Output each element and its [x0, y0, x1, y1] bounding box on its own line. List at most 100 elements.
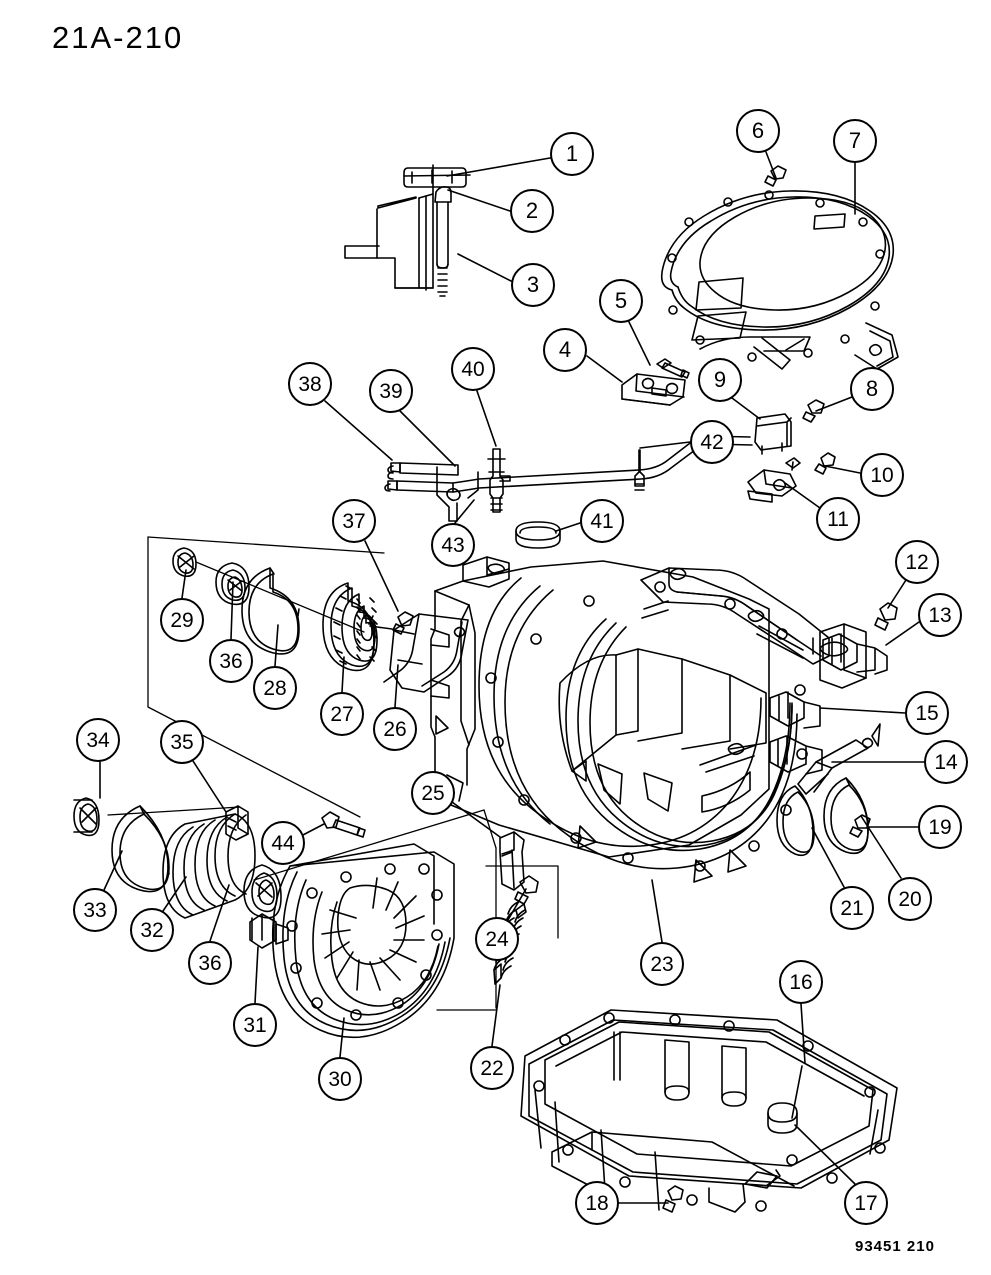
- part-41-seal: [515, 521, 561, 549]
- callout-23[interactable]: 23: [640, 942, 684, 986]
- part-15-sensor: [769, 691, 821, 729]
- figure-code: 93451 210: [855, 1238, 935, 1255]
- leader-line-1: [446, 157, 551, 177]
- callout-label: 29: [170, 608, 194, 632]
- callout-41[interactable]: 41: [580, 499, 624, 543]
- leader-line-15: [819, 707, 906, 714]
- part-32-race: [162, 813, 256, 919]
- callout-14[interactable]: 14: [924, 740, 968, 784]
- part-23-transaxle-case: [430, 556, 867, 883]
- part-27-pump-rotor: [322, 582, 393, 672]
- callout-24[interactable]: 24: [475, 917, 519, 961]
- leader-line-11: [784, 482, 821, 509]
- callout-21[interactable]: 21: [830, 886, 874, 930]
- part-43-bracket-ref: [467, 471, 479, 499]
- callout-3[interactable]: 3: [511, 263, 555, 307]
- callout-6[interactable]: 6: [736, 109, 780, 153]
- callout-label: 7: [848, 128, 862, 153]
- callout-8[interactable]: 8: [850, 367, 894, 411]
- callout-label: 37: [342, 509, 366, 533]
- callout-19[interactable]: 19: [918, 805, 962, 849]
- leader-line-22: [491, 984, 501, 1047]
- leader-line-3: [457, 253, 512, 282]
- callout-26[interactable]: 26: [373, 707, 417, 751]
- callout-22[interactable]: 22: [470, 1046, 514, 1090]
- callout-label: 19: [928, 815, 952, 839]
- part-21-ring: [776, 785, 815, 857]
- leader-line-28: [274, 624, 279, 667]
- callout-5[interactable]: 5: [599, 279, 643, 323]
- callout-12[interactable]: 12: [895, 540, 939, 584]
- callout-37[interactable]: 37: [332, 499, 376, 543]
- leader-line-17: [794, 1124, 856, 1185]
- callout-7[interactable]: 7: [833, 119, 877, 163]
- part-4-5-bracket: [621, 358, 690, 406]
- callout-label: 17: [854, 1191, 878, 1215]
- callout-1[interactable]: 1: [550, 132, 594, 176]
- leader-line-42: [639, 441, 691, 449]
- leader-line-32: [162, 876, 187, 912]
- callout-label: 8: [865, 376, 879, 401]
- leader-line-21: [811, 827, 845, 888]
- callout-4[interactable]: 4: [543, 328, 587, 372]
- part-29-seal: [172, 547, 197, 578]
- callout-30[interactable]: 30: [318, 1057, 362, 1101]
- callout-42[interactable]: 42: [690, 420, 734, 464]
- callout-38[interactable]: 38: [288, 362, 332, 406]
- callout-17[interactable]: 17: [844, 1181, 888, 1225]
- callout-label: 5: [614, 288, 628, 313]
- leader-line-12: [887, 579, 907, 609]
- part-12-plug: [874, 602, 898, 631]
- callout-43[interactable]: 43: [431, 523, 475, 567]
- callout-36[interactable]: 36: [188, 941, 232, 985]
- callout-28[interactable]: 28: [253, 666, 297, 710]
- leader-line-16: [800, 1003, 806, 1064]
- callout-label: 22: [480, 1056, 504, 1080]
- callout-label: 44: [271, 831, 295, 855]
- callout-label: 21: [840, 896, 864, 920]
- callout-44[interactable]: 44: [261, 821, 305, 865]
- callout-15[interactable]: 15: [905, 691, 949, 735]
- callout-10[interactable]: 10: [860, 453, 904, 497]
- callout-36[interactable]: 36: [209, 639, 253, 683]
- callout-label: 14: [934, 750, 958, 774]
- callout-39[interactable]: 39: [369, 369, 413, 413]
- callout-label: 41: [590, 509, 614, 533]
- part-10-bolt: [814, 452, 836, 475]
- leader-line-5: [628, 321, 651, 366]
- callout-20[interactable]: 20: [888, 877, 932, 921]
- leader-line-39: [399, 410, 456, 467]
- part-33-snap-ring: [111, 805, 170, 893]
- callout-34[interactable]: 34: [76, 718, 120, 762]
- part-26-baffle: [383, 613, 469, 693]
- callout-16[interactable]: 16: [779, 960, 823, 1004]
- callout-label: 43: [441, 533, 465, 557]
- part-36-bearing-upper: [215, 562, 250, 606]
- callout-31[interactable]: 31: [233, 1003, 277, 1047]
- part-7-adapter-housing: [660, 190, 899, 370]
- part-30-cover: [271, 843, 455, 1039]
- callout-40[interactable]: 40: [451, 347, 495, 391]
- leader-line-8: [815, 396, 853, 412]
- callout-13[interactable]: 13: [918, 593, 962, 637]
- callout-35[interactable]: 35: [160, 720, 204, 764]
- callout-33[interactable]: 33: [73, 888, 117, 932]
- part-20-ring: [823, 777, 869, 855]
- leader-line-4: [586, 355, 623, 383]
- callout-18[interactable]: 18: [575, 1181, 619, 1225]
- part-9-vent: [754, 413, 792, 455]
- callout-9[interactable]: 9: [698, 358, 742, 402]
- callout-29[interactable]: 29: [160, 598, 204, 642]
- part-6-bolt: [764, 165, 787, 187]
- part-11-lever: [747, 457, 801, 503]
- callout-25[interactable]: 25: [411, 771, 455, 815]
- callout-label: 4: [558, 337, 572, 362]
- callout-11[interactable]: 11: [816, 497, 860, 541]
- leader-line-36: [209, 884, 230, 942]
- callout-2[interactable]: 2: [510, 189, 554, 233]
- callout-32[interactable]: 32: [130, 908, 174, 952]
- callout-27[interactable]: 27: [320, 692, 364, 736]
- callout-label: 26: [383, 717, 407, 741]
- part-44-bolt: [321, 811, 366, 838]
